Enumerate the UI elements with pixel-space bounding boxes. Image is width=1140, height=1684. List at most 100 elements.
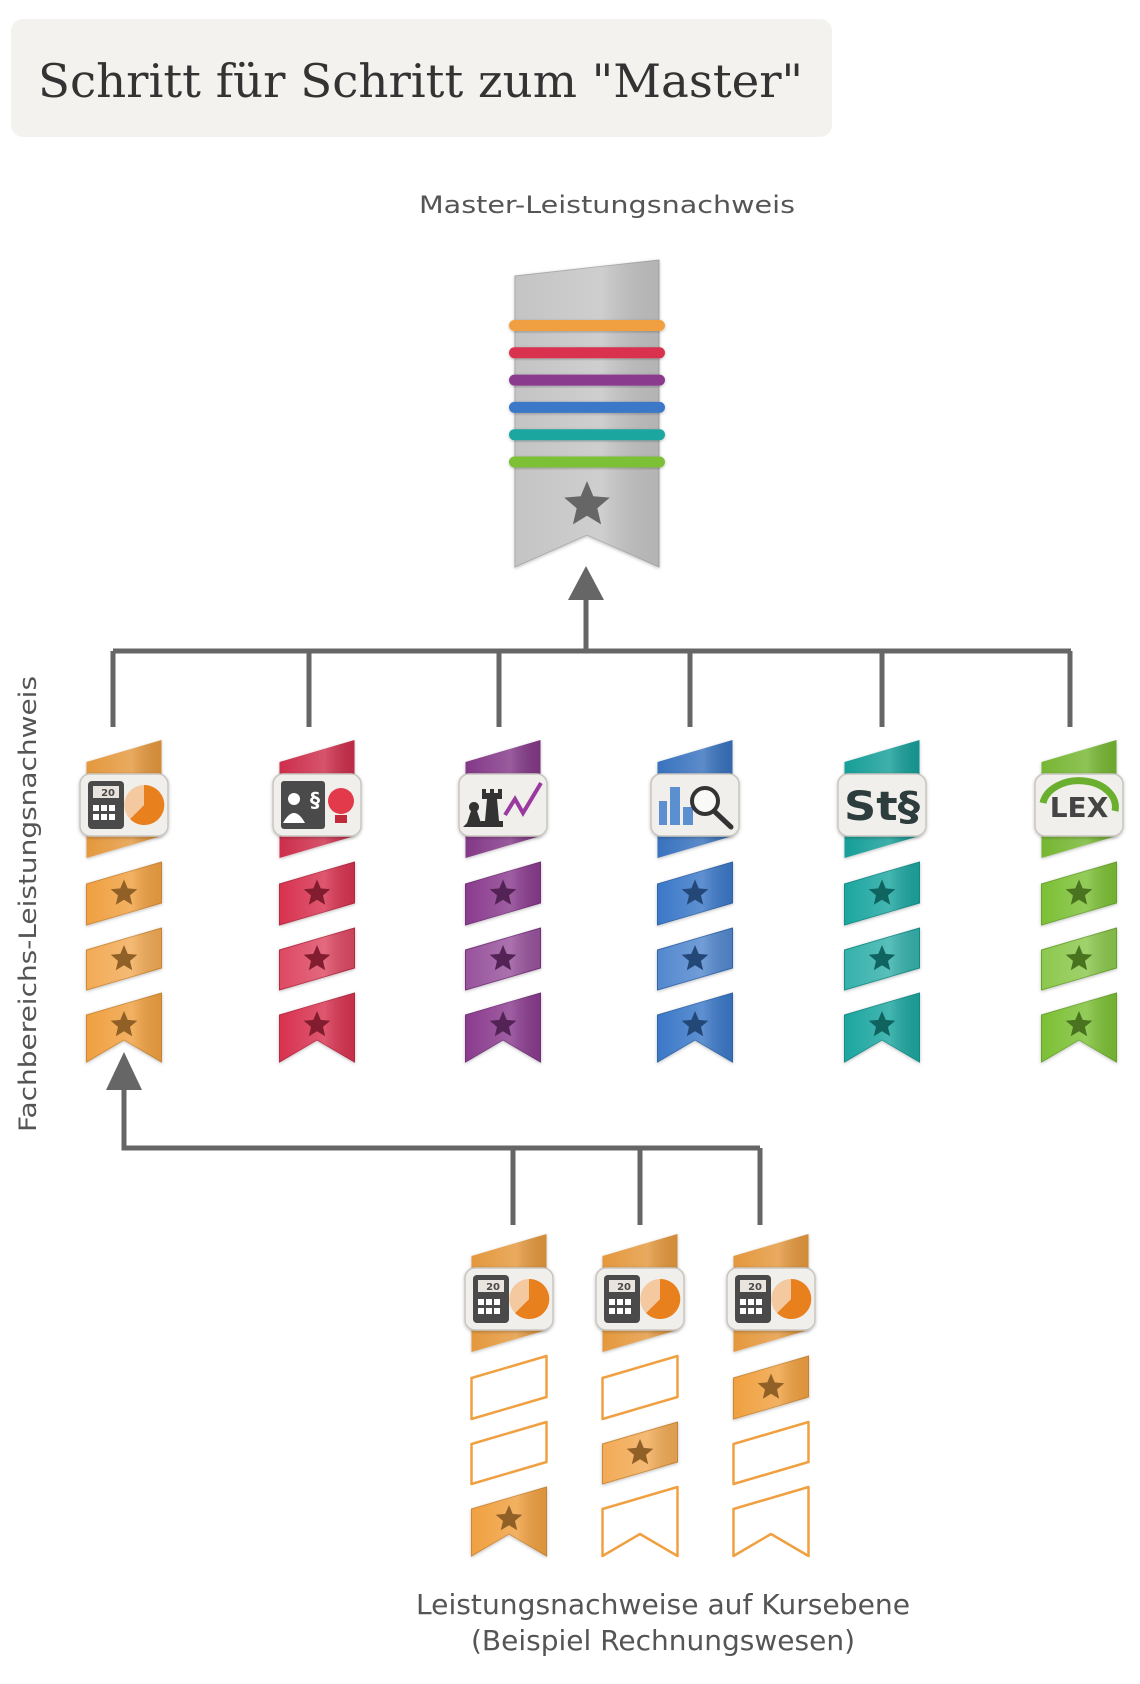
calculator-key — [609, 1308, 615, 1314]
department-level-label: Fachbereichs-Leistungsnachweis — [14, 676, 42, 1132]
calculator-key — [494, 1299, 500, 1305]
master-stripe-teal — [509, 429, 665, 441]
calculator-key — [478, 1299, 484, 1305]
star-icon — [1065, 945, 1093, 971]
department-ribbon-lex: LEX — [1034, 740, 1124, 1063]
rook-icon — [477, 789, 503, 827]
pie-slice — [509, 1279, 529, 1313]
level-earned — [844, 927, 920, 991]
master-connector-lines — [110, 596, 1073, 727]
calculator-key — [109, 814, 115, 820]
level-earned — [86, 927, 162, 991]
calculator-display — [93, 786, 119, 798]
level-earned — [1041, 861, 1117, 926]
calculator-key — [740, 1299, 746, 1305]
calculator-display — [609, 1280, 635, 1292]
magnifier-handle — [711, 808, 734, 830]
star-icon — [1065, 1011, 1093, 1037]
chess-chart-icon — [463, 781, 543, 827]
course-ribbon: 20 — [464, 1234, 554, 1557]
level-block-empty — [470, 1354, 548, 1421]
calculator-pie-icon: 20 — [88, 781, 165, 829]
pie-slice — [124, 785, 144, 819]
calculator-key — [93, 814, 99, 820]
level-earned — [465, 861, 541, 926]
master-stripe-blue — [509, 401, 665, 413]
level-block-empty — [732, 1485, 810, 1558]
calculator-key — [478, 1308, 484, 1314]
master-stripe-red — [509, 347, 665, 359]
calculator-key — [756, 1299, 762, 1305]
master-label: Master-Leistungsnachweis — [419, 191, 795, 219]
star-icon — [626, 1439, 654, 1465]
calculator-key — [486, 1308, 492, 1314]
pie-slice — [640, 1279, 660, 1313]
level-earned — [602, 1421, 678, 1485]
course-ribbons: 20 20 20 — [464, 1234, 816, 1558]
star-icon — [868, 1011, 896, 1037]
calculator-key — [609, 1299, 615, 1305]
department-ribbon-analyse — [650, 740, 740, 1063]
calculator-pie-icon: 20 — [473, 1275, 550, 1323]
department-ribbon-steuern: St§ — [837, 740, 927, 1063]
person-head — [288, 793, 300, 805]
master-ribbon — [509, 259, 665, 568]
star-icon — [681, 1011, 709, 1037]
department-ribbon-rechnungswesen: 20 — [79, 740, 169, 1063]
pawn-icon — [463, 801, 481, 827]
calculator-display-text: 20 — [486, 1282, 500, 1293]
calculator-key — [756, 1308, 762, 1314]
master-stripe-purple — [509, 374, 665, 386]
star-icon — [757, 1373, 785, 1399]
level-block-empty — [470, 1420, 548, 1486]
magnifier-icon — [690, 786, 720, 816]
bar — [683, 807, 693, 825]
calculator-key — [617, 1308, 623, 1314]
master-stripe-green — [509, 456, 665, 468]
calculator-display-text: 20 — [748, 1282, 762, 1293]
star-icon — [489, 1011, 517, 1037]
pie-slice — [515, 1278, 550, 1319]
star-icon — [489, 945, 517, 971]
arrow-up-icon — [106, 1052, 142, 1090]
level-earned — [465, 992, 541, 1063]
star-icon — [868, 879, 896, 905]
calculator-display — [740, 1280, 766, 1292]
pie-slice — [777, 1278, 812, 1319]
calculator-key — [101, 805, 107, 811]
level-earned — [279, 992, 355, 1063]
calculator-key — [617, 1299, 623, 1305]
connectors — [106, 566, 1073, 1225]
st-paragraph-icon: St§ — [844, 784, 920, 830]
department-ribbon-recht: § — [272, 740, 362, 1063]
level-earned — [279, 861, 355, 926]
star-icon — [303, 1011, 331, 1037]
calculator-display — [478, 1280, 504, 1292]
calculator-display-text: 20 — [617, 1282, 631, 1293]
lex-arc — [1039, 777, 1119, 812]
paragraph-sign: § — [310, 788, 320, 812]
level-earned — [844, 861, 920, 926]
trend-line — [503, 781, 543, 817]
bar — [670, 787, 680, 825]
level-earned — [86, 992, 162, 1063]
course-ribbon: 20 — [726, 1234, 816, 1558]
calculator-key — [740, 1308, 746, 1314]
calculator-pie-icon: 20 — [735, 1275, 812, 1323]
master-stripe-orange — [509, 320, 665, 331]
level-earned — [1041, 927, 1117, 991]
title-box: Schritt für Schritt zum "Master" — [11, 19, 832, 137]
level-block-empty — [732, 1420, 810, 1486]
star-icon — [495, 1505, 523, 1531]
pie-slice — [130, 784, 165, 825]
arrow-up-icon — [568, 566, 604, 600]
level-earned — [465, 927, 541, 991]
st-paragraph-text: St§ — [844, 784, 920, 830]
level-empty — [732, 1420, 810, 1486]
icon-box — [837, 773, 927, 837]
bar — [659, 801, 667, 825]
level-earned — [844, 992, 920, 1063]
star-icon — [110, 945, 138, 971]
level-earned — [657, 927, 733, 991]
